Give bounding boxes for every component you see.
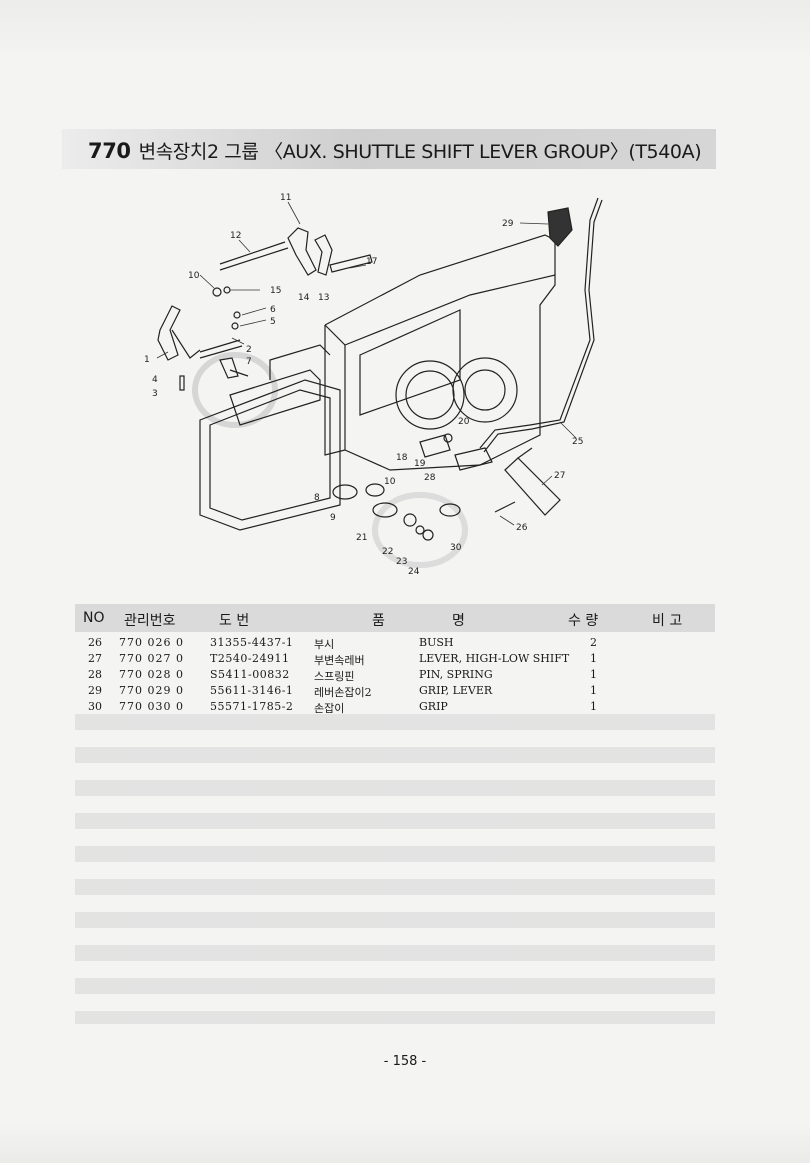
callout-label: 30 xyxy=(450,543,462,553)
cell-management-no: 770 027 0 xyxy=(119,652,184,665)
header-part-name-en: 명 xyxy=(452,613,465,629)
cell-drawing-no: S5411-00832 xyxy=(210,668,290,681)
table-row: 26 770 026 0 31355-4437-1 부시 BUSH 2 xyxy=(0,636,810,652)
callout-labels: 11 12 10 15 14 13 17 29 6 5 1 2 7 4 3 20… xyxy=(144,193,583,577)
page-number: - 158 - xyxy=(383,1054,427,1069)
cell-name-en: BUSH xyxy=(419,636,454,649)
callout-label: 5 xyxy=(270,317,276,327)
cell-no: 30 xyxy=(88,700,102,713)
cell-no: 26 xyxy=(88,636,102,649)
cell-no: 28 xyxy=(88,668,102,681)
cell-drawing-no: 55611-3146-1 xyxy=(210,684,294,697)
callout-label: 14 xyxy=(298,293,310,303)
parts-table-header xyxy=(75,604,715,632)
cell-name-ko: 손잡이 xyxy=(314,702,345,715)
callout-label: 8 xyxy=(314,493,320,503)
diagram-linework xyxy=(157,197,603,568)
callout-label: 18 xyxy=(396,453,408,463)
cell-management-no: 770 028 0 xyxy=(119,668,184,681)
callout-label: 12 xyxy=(230,231,241,241)
cell-name-ko: 부시 xyxy=(314,638,335,651)
callout-label: 22 xyxy=(382,547,393,557)
empty-table-rows xyxy=(75,714,715,1024)
cell-no: 29 xyxy=(88,684,102,697)
callout-label: 19 xyxy=(414,459,426,469)
callout-leaders xyxy=(156,201,577,526)
callout-label: 27 xyxy=(554,471,565,481)
callout-label: 17 xyxy=(366,257,377,267)
callout-label: 28 xyxy=(424,473,436,483)
group-title: 변속장치2 그룹 〈AUX. SHUTTLE SHIFT LEVER GROUP… xyxy=(138,141,702,163)
cell-drawing-no: 55571-1785-2 xyxy=(210,700,294,713)
header-remarks: 비 고 xyxy=(652,613,683,629)
cell-qty: 1 xyxy=(590,684,597,697)
exploded-parts-diagram: 11 12 10 15 14 13 17 29 6 5 1 2 7 4 3 20… xyxy=(144,193,603,577)
callout-label: 1 xyxy=(144,355,150,365)
group-number: 770 xyxy=(88,139,131,163)
cell-qty: 1 xyxy=(590,668,597,681)
header-part-name-ko: 품 xyxy=(372,613,385,629)
callout-label: 3 xyxy=(152,389,158,399)
callout-label: 4 xyxy=(152,375,158,385)
header-management-no: 관리번호 xyxy=(124,613,176,629)
callout-label: 23 xyxy=(396,557,407,567)
cell-name-en: LEVER, HIGH-LOW SHIFT xyxy=(419,652,570,665)
cell-qty: 1 xyxy=(590,652,597,665)
cell-no: 27 xyxy=(88,652,102,665)
table-row: 27 770 027 0 T2540-24911 부변속레버 LEVER, HI… xyxy=(0,652,810,668)
callout-label: 10 xyxy=(188,271,200,281)
callout-label: 24 xyxy=(408,567,420,577)
callout-label: 15 xyxy=(270,286,281,296)
callout-label: 20 xyxy=(458,417,470,427)
cell-management-no: 770 026 0 xyxy=(119,636,184,649)
header-drawing-no: 도 번 xyxy=(219,613,250,629)
cell-qty: 1 xyxy=(590,700,597,713)
callout-label: 11 xyxy=(280,193,291,203)
title-band xyxy=(62,129,716,169)
cell-qty: 2 xyxy=(590,636,597,649)
callout-label: 9 xyxy=(330,513,336,523)
callout-label: 25 xyxy=(572,437,583,447)
parts-table-body: 26 770 026 0 31355-4437-1 부시 BUSH 2 27 7… xyxy=(0,636,810,716)
table-row: 28 770 028 0 S5411-00832 스프링핀 PIN, SPRIN… xyxy=(0,668,810,684)
callout-label: 2 xyxy=(246,345,252,355)
table-row: 30 770 030 0 55571-1785-2 손잡이 GRIP 1 xyxy=(0,700,810,716)
cell-management-no: 770 029 0 xyxy=(119,684,184,697)
callout-label: 13 xyxy=(318,293,329,303)
header-quantity: 수 량 xyxy=(568,613,599,629)
cell-name-en: GRIP xyxy=(419,700,448,713)
callout-label: 21 xyxy=(356,533,367,543)
cell-management-no: 770 030 0 xyxy=(119,700,184,713)
callout-label: 6 xyxy=(270,305,276,315)
table-row: 29 770 029 0 55611-3146-1 레버손잡이2 GRIP, L… xyxy=(0,684,810,700)
page-title: 770 변속장치2 그룹 〈AUX. SHUTTLE SHIFT LEVER GR… xyxy=(88,137,702,164)
callout-label: 29 xyxy=(502,219,514,229)
callout-label: 10 xyxy=(384,477,396,487)
cell-drawing-no: 31355-4437-1 xyxy=(210,636,294,649)
cell-drawing-no: T2540-24911 xyxy=(210,652,290,665)
cell-name-en: PIN, SPRING xyxy=(419,668,493,681)
callout-label: 26 xyxy=(516,523,528,533)
cell-name-ko: 스프링핀 xyxy=(314,670,355,683)
header-no: NO xyxy=(83,610,105,626)
cell-name-ko: 레버손잡이2 xyxy=(314,686,372,699)
cell-name-en: GRIP, LEVER xyxy=(419,684,493,697)
callout-label: 7 xyxy=(246,357,252,367)
cell-name-ko: 부변속레버 xyxy=(314,654,365,667)
